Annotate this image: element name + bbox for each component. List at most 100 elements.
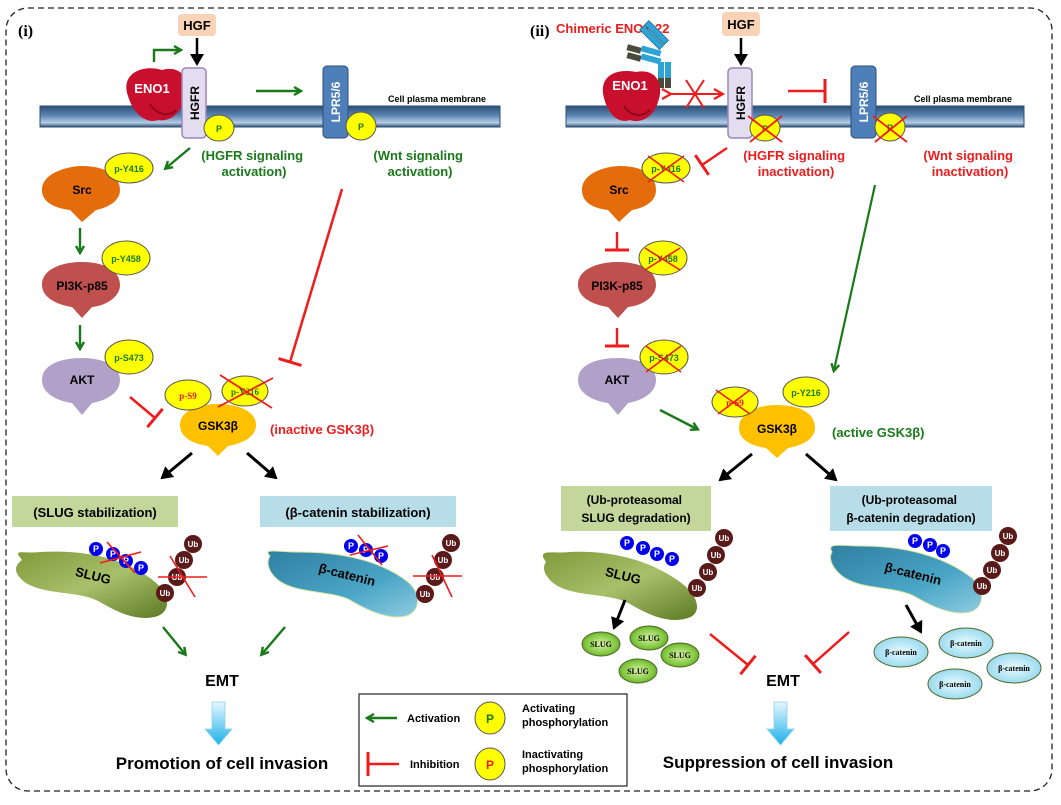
lpr56-label: LPR5/6 [857,81,871,122]
svg-text:P: P [93,544,99,554]
svg-text:SLUG: SLUG [627,667,649,676]
svg-text:Ub: Ub [987,566,998,575]
wnt-status: (Wnt signaling inactivation) [923,148,1016,179]
akt-inhibits-gsk3b [129,396,164,429]
cross-mark-icon [747,115,783,143]
catenin-degradation-arrow [904,604,923,634]
catenin-fragment [938,627,994,659]
figure-frame [5,7,1053,792]
panel-label-i: (i) [18,23,33,40]
hgfr-receptor [727,67,753,139]
panel-i: (i) Cell plasma membrane HGF ENO1 HGFR P… [12,14,501,773]
svg-text:Ub: Ub [446,539,457,548]
phospho-chain: P P P [908,534,950,558]
svg-text:P: P [138,563,144,573]
svg-text:β-catenin: β-catenin [998,664,1030,673]
svg-text:β-catenin: β-catenin [939,680,971,689]
slug-fragment [660,642,700,668]
cell-membrane [565,105,1025,128]
emt-label-left: EMT [205,673,239,690]
svg-text:SLUG: SLUG [638,634,660,643]
pi3k-phospho-label: p-Y458 [111,254,141,264]
outcome-right: Suppression of cell invasion [663,753,894,772]
ubiquitin-chain: Ub Ub Ub Ub [156,535,202,602]
svg-text:Ub: Ub [420,590,431,599]
catenin-protein: β-catenin P P P Ub Ub Ub Ub [829,527,1017,614]
eno1-label: ENO1 [612,78,647,93]
gsk3b-to-slug-arrow [718,452,753,482]
svg-text:Ub: Ub [995,549,1006,558]
svg-text:SLUG: SLUG [669,651,691,660]
akt-phospho-label: p-S473 [114,353,144,363]
catenin-stabilization-box [260,496,456,527]
catenin-fragments: β-catenin β-catenin β-catenin β-catenin [873,627,1042,700]
cross-mark-icon [715,389,751,415]
hgf-label: HGF [183,18,211,33]
slug-protein: SLUG P P P P Ub Ub Ub Ub [16,535,207,619]
legend-activating-p-glyph: P [486,712,494,726]
ubiquitin-chain: Ub Ub Ub Ub [416,534,460,603]
svg-text:P: P [640,543,646,553]
hgfr-phospho [203,114,235,142]
phospho-chain: P P P [344,539,388,563]
panel-ii: (ii) Chimeric ENO1-22 Cell plasma membra… [530,12,1042,772]
lpr-phospho-label: P [358,122,364,132]
svg-text:P: P [669,554,675,564]
cross-mark-icon [872,115,908,143]
hgf-label: HGF [727,17,755,32]
gsk3b-status: (inactive GSK3β) [270,422,374,437]
gsk3b-y216-label: p-Y216 [791,388,821,398]
src-phospho [104,152,154,184]
cross-mark-icon [644,247,681,271]
membrane-label: Cell plasma membrane [388,94,486,104]
svg-text:β-catenin: β-catenin [950,639,982,648]
slug-inhibits-emt [709,633,757,676]
hgfr-status: (HGFR signaling activation) [201,148,306,179]
gsk3b-label: GSK3β [757,422,797,436]
legend-inhibition-label: Inhibition [410,759,460,771]
slug-degradation-arrow [611,599,627,630]
legend-activating-label: Activating phosphorylation [522,703,608,729]
slug-fragment [581,631,621,657]
lpr-phospho [345,111,377,141]
antibody-icon [626,20,671,88]
cross-mark-icon [349,534,389,566]
pi3k-protein: PI3K-p85 p-Y458 [578,240,688,318]
gsk3b-protein: GSK3β p-S9 p-Y216 [711,376,830,458]
akt-phospho [104,339,154,375]
slug-fragments: SLUG SLUG SLUG SLUG [581,625,700,684]
catenin-stabilization-label: (β-catenin stabilization) [285,505,430,520]
slug-stabilization-label: (SLUG stabilization) [33,505,157,520]
hgf-box [178,14,216,36]
cross-mark-icon [217,374,274,409]
slug-fragment [629,625,669,651]
cross-mark-icon [685,79,705,109]
drug-label: Chimeric ENO1-22 [556,21,669,36]
gsk3b-protein: GSK3β p-S9 p-Y216 [164,374,274,456]
src-protein: Src p-Y416 [582,152,691,222]
svg-text:P: P [940,546,946,556]
slug-fragment [618,658,658,684]
gsk3b-to-catenin-arrow [805,452,838,482]
cross-mark-icon [413,554,462,598]
svg-text:β-catenin: β-catenin [885,648,917,657]
slug-stabilization-box [12,496,178,527]
slug-to-emt-arrow [162,626,185,654]
eno1-activates-hgfr-arrow [152,50,180,62]
catenin-fragment [873,636,929,668]
src-phospho-label: p-Y416 [114,164,144,174]
gsk3b-y216-phospho [782,376,830,408]
legend-inactivating-p-glyph: P [486,758,494,772]
wnt-status: (Wnt signaling activation) [373,148,466,179]
svg-text:Ub: Ub [179,556,190,565]
phospho-chain: P P P P [620,536,679,566]
legend-activation-label: Activation [407,713,460,725]
akt-to-gsk3b-arrow [659,408,697,429]
svg-text:Ub: Ub [719,534,730,543]
svg-text:Ub: Ub [711,551,722,560]
hgfr-label: HGFR [734,86,748,120]
svg-text:Ub: Ub [438,556,449,565]
gsk3b-s9-label: p-S9 [179,391,197,401]
gsk3b-s9-phospho [164,379,212,411]
svg-text:P: P [348,541,354,551]
